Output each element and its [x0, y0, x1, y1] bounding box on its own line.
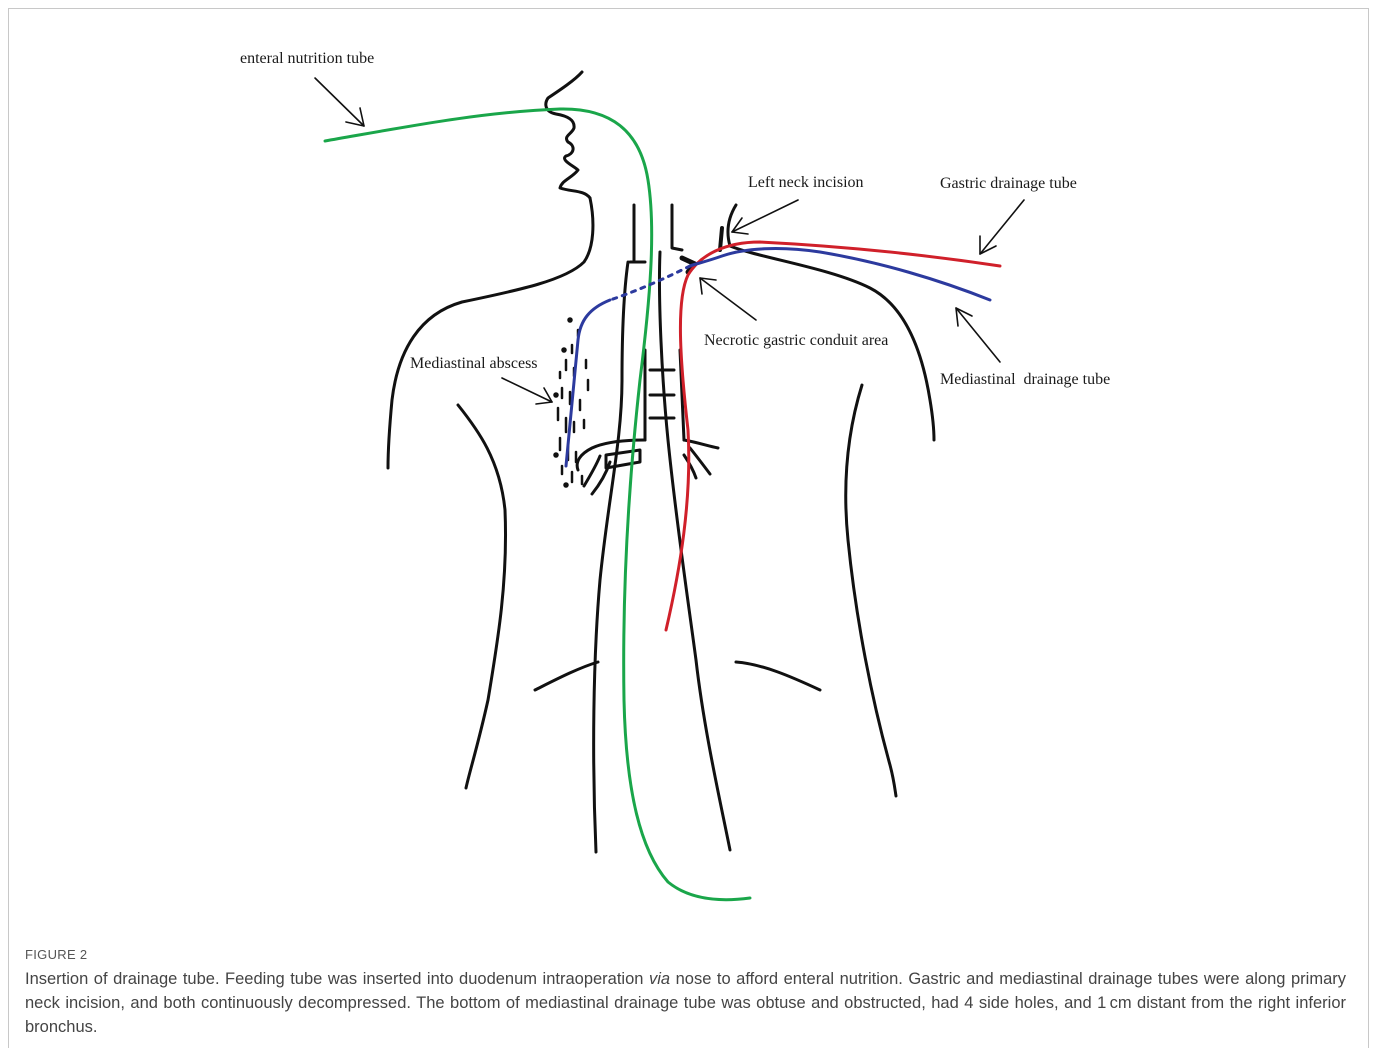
face-profile [546, 72, 590, 198]
caption-text-italic: via [649, 970, 670, 988]
tubes [325, 109, 1000, 900]
torso-left [846, 385, 896, 796]
label-necrotic-gastric-conduit-area: Necrotic gastric conduit area [704, 332, 888, 349]
label-gastric-drainage-tube: Gastric drainage tube [940, 175, 1077, 192]
carina [606, 450, 640, 468]
label-left-neck-incision: Left neck incision [748, 174, 864, 191]
torso-right [458, 405, 506, 788]
label-mediastinal-abscess: Mediastinal abscess [410, 355, 538, 372]
mediastinal-drainage-tube [690, 249, 990, 300]
anatomy-diagram: enteral nutrition tube Left neck incisio… [0, 0, 1375, 940]
figure-caption: Insertion of drainage tube. Feeding tube… [25, 967, 1346, 1039]
arrow-necrotic [700, 278, 756, 320]
neck-line-2 [672, 205, 682, 250]
arrow-abscess [502, 378, 552, 404]
left-neck-incision-mark [720, 228, 722, 250]
arrow-mediastinal [956, 308, 1000, 362]
gastric-drainage-tube [666, 242, 1000, 630]
caption-text-before: Insertion of drainage tube. Feeding tube… [25, 970, 649, 988]
arrow-left-neck [732, 200, 798, 234]
rib-mark-left [736, 662, 820, 690]
rib-mark-right [535, 662, 598, 690]
arrow-gastric [980, 200, 1024, 254]
label-enteral-nutrition-tube: enteral nutrition tube [240, 50, 374, 67]
label-mediastinal-drainage-tube: Mediastinal drainage tube [940, 371, 1110, 388]
neck-shoulder-left [728, 205, 934, 440]
figure-label: FIGURE 2 [25, 947, 87, 962]
arrow-enteral [315, 78, 364, 126]
inner-line-right [594, 262, 628, 852]
neck-shoulder-right [388, 198, 593, 468]
